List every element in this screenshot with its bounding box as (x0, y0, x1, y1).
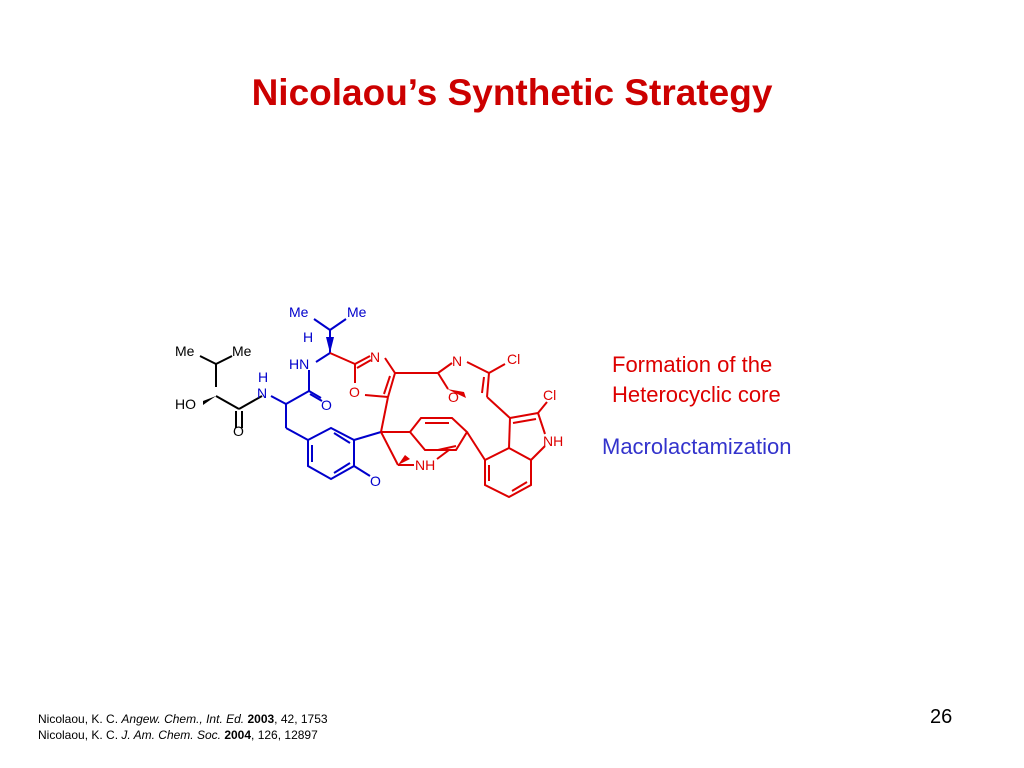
furan-oxygen-label: O (370, 473, 381, 489)
indole-nh-label: NH (543, 433, 563, 449)
ref1-year: 2003 (247, 712, 275, 726)
heterocyclic-core-bonds (329, 352, 548, 499)
ref1-authors: Nicolaou, K. C. (38, 712, 119, 726)
ref2-rest: , 126, 12897 (251, 728, 318, 742)
h-stereo-label: H (303, 329, 313, 345)
carbonyl-oxygen-1: O (233, 423, 244, 439)
wedge-bond-oxazole (447, 389, 466, 398)
ref2-authors: Nicolaou, K. C. (38, 728, 119, 742)
page-number: 26 (930, 706, 953, 728)
legend-macrolactamization: Macrolactamization (602, 432, 792, 462)
ref1-rest: , 42, 1753 (274, 712, 328, 726)
reference-2: Nicolaou, K. C. J. Am. Chem. Soc. 2004, … (38, 727, 328, 743)
legend-red-line1: Formation of the (612, 352, 773, 377)
me-label-1: Me (175, 343, 195, 359)
oxazole1-o-label: O (349, 384, 360, 400)
chlorine-label-1: Cl (507, 351, 520, 367)
legend-blue-text: Macrolactamization (602, 434, 792, 459)
oxazole1-n-label: N (370, 349, 380, 365)
side-chain-bonds (199, 355, 263, 428)
carbonyl-oxygen-2: O (321, 397, 332, 413)
ref2-year: 2004 (224, 728, 252, 742)
ho-label: HO (175, 396, 196, 412)
wedge-bond-stereo (326, 337, 334, 353)
slide-title: Nicolaou’s Synthetic Strategy (251, 72, 773, 113)
indoline-nh-label: NH (415, 457, 435, 473)
me-label-3: Me (289, 304, 309, 320)
wedge-bond-indoline (398, 455, 410, 465)
wedge-bond-ho (203, 396, 216, 405)
references: Nicolaou, K. C. Angew. Chem., Int. Ed. 2… (38, 711, 328, 743)
legend-red-line2: Heterocyclic core (612, 382, 781, 407)
amide-h-label: H (258, 369, 268, 385)
me-label-4: Me (347, 304, 367, 320)
oxazole2-o-label: O (448, 389, 459, 405)
amide-n-label: N (257, 385, 267, 401)
chlorine-label-2: Cl (543, 387, 556, 403)
legend-heterocyclic-core: Formation of the Heterocyclic core (612, 350, 781, 410)
ref1-journal: Angew. Chem., Int. Ed. (121, 712, 245, 726)
oxazole2-n-label: N (452, 353, 462, 369)
reference-1: Nicolaou, K. C. Angew. Chem., Int. Ed. 2… (38, 711, 328, 727)
ref2-journal: J. Am. Chem. Soc. (121, 728, 221, 742)
hn-label: HN (289, 356, 309, 372)
me-label-2: Me (232, 343, 252, 359)
